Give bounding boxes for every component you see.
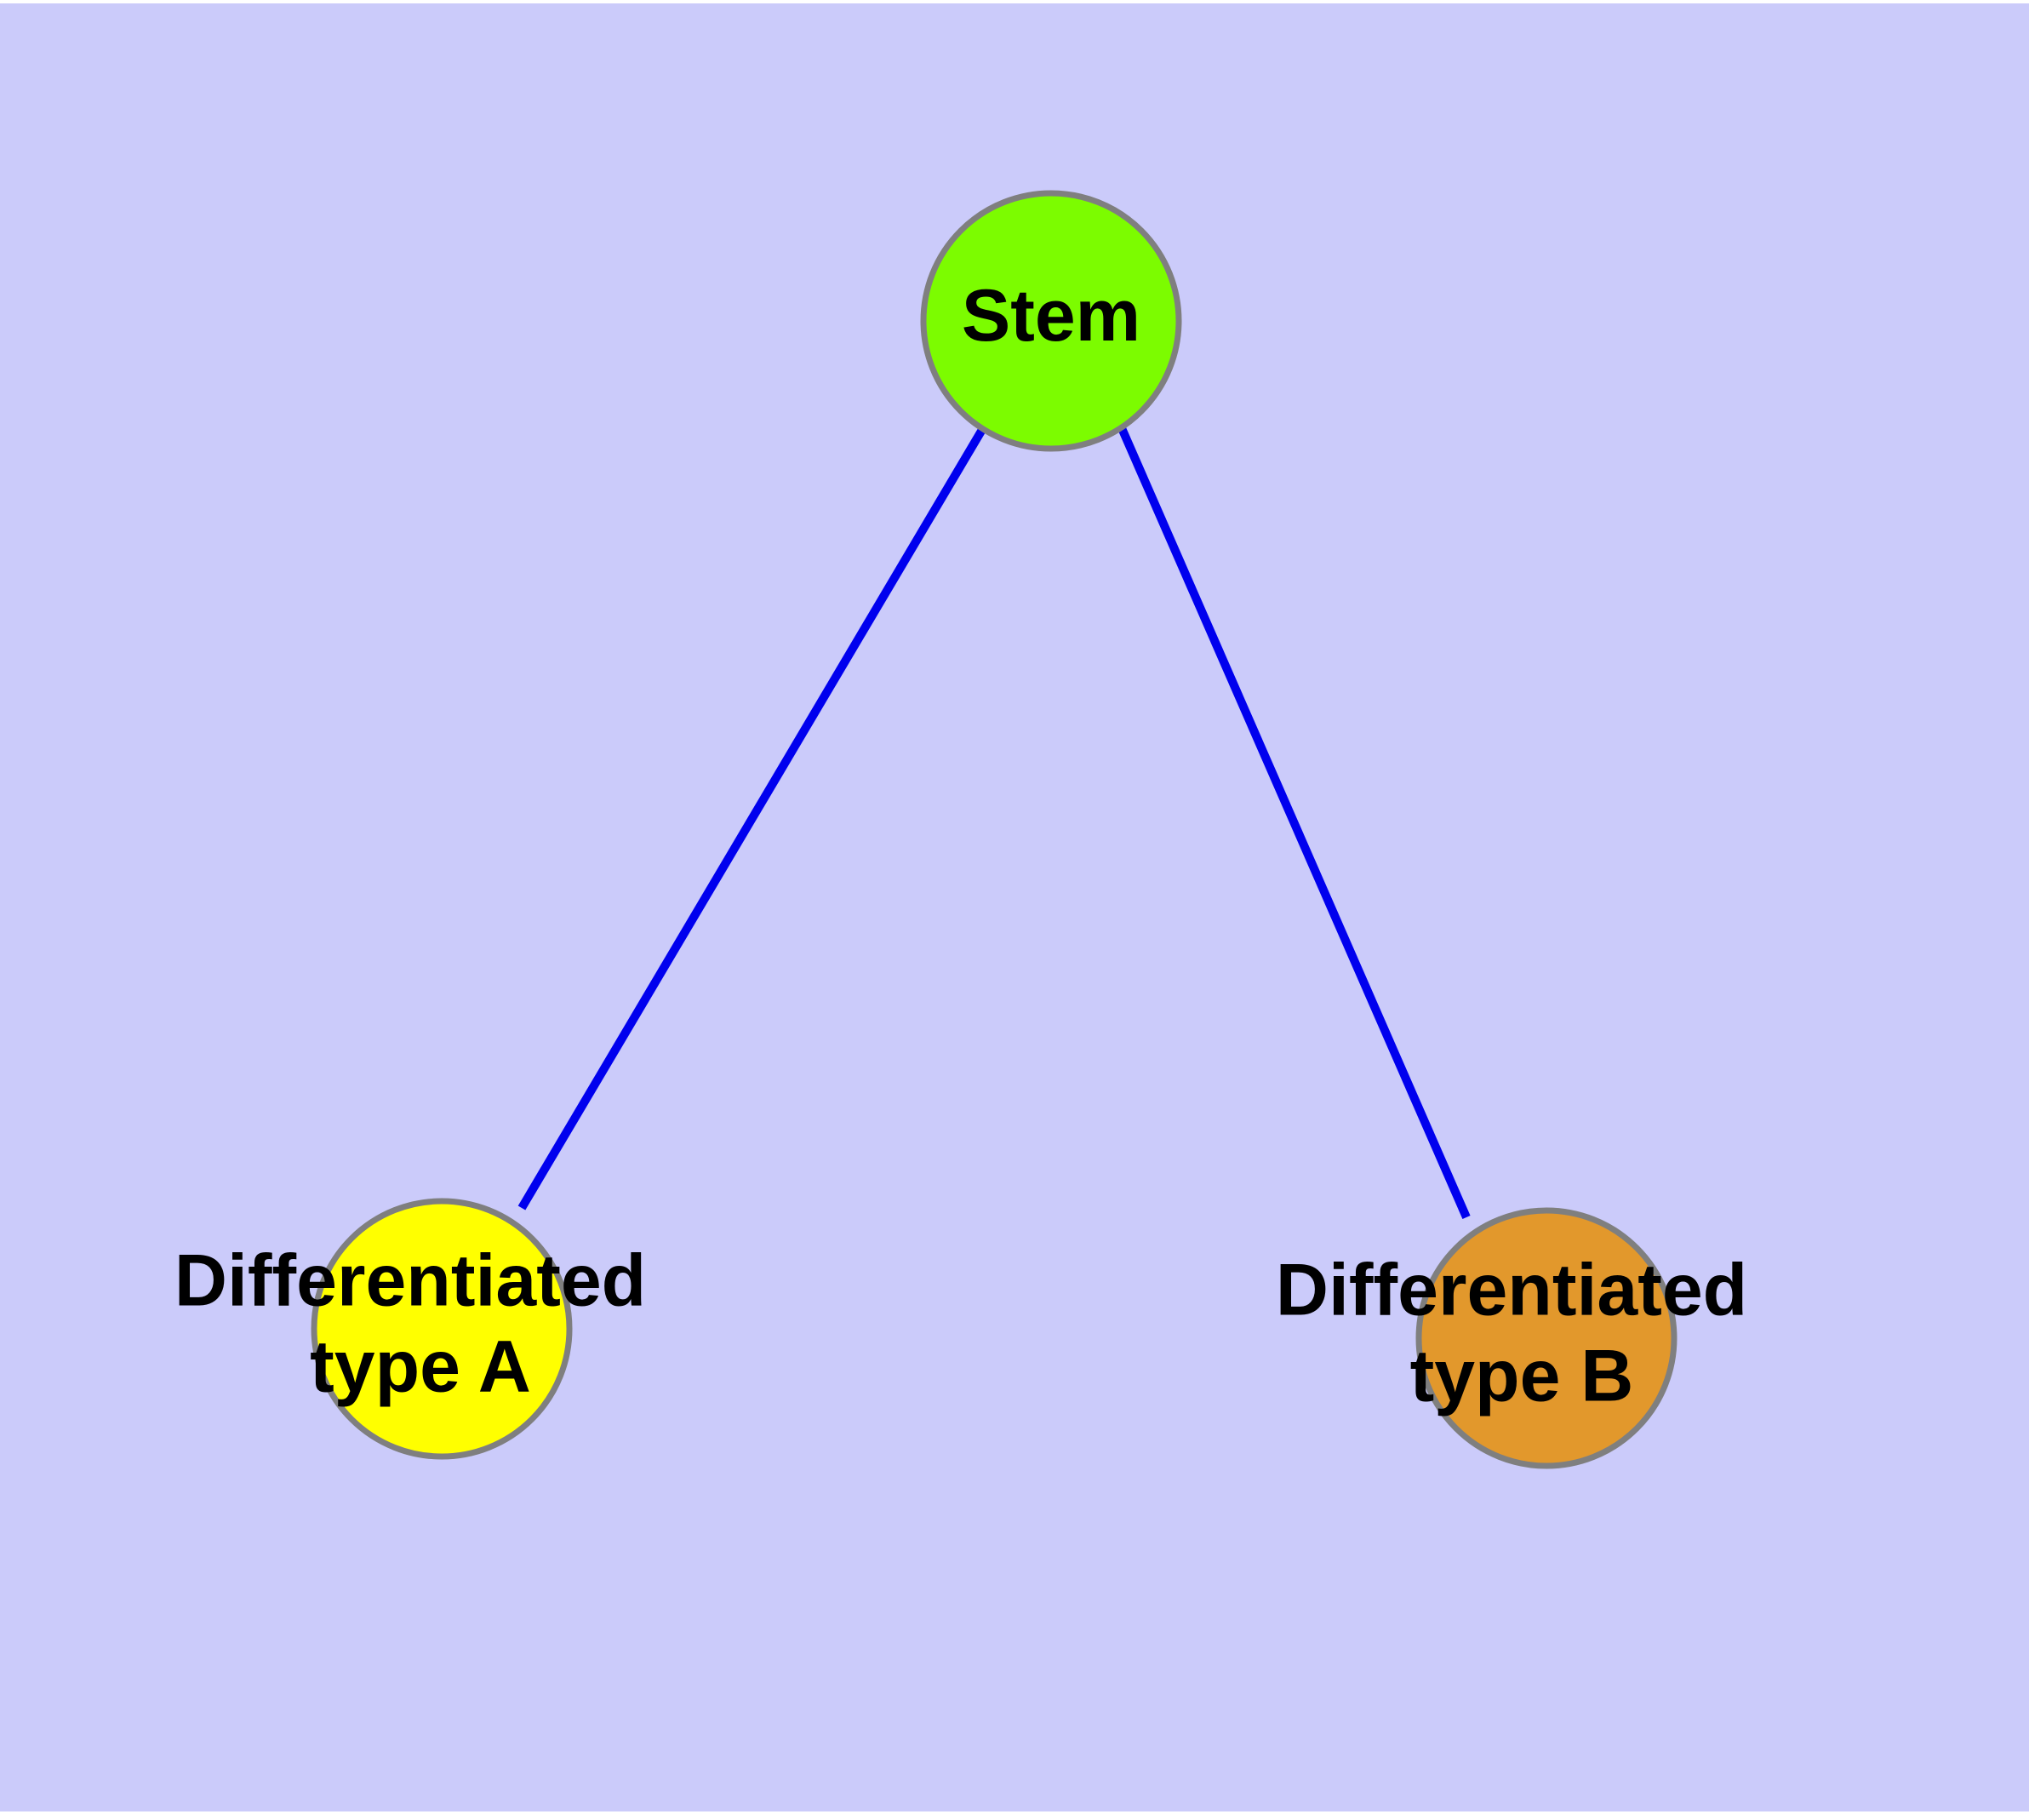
node-label-differentiated-type-b: Differentiated type B <box>1276 1249 1768 1417</box>
node-label-differentiated-type-b-line-2: type B <box>1410 1335 1634 1417</box>
node-label-differentiated-type-b-line-1: Differentiated <box>1276 1249 1747 1331</box>
node-label-differentiated-type-a-line-1: Differentiated <box>174 1239 646 1321</box>
edge-stem-to-differentiated-type-a[interactable] <box>517 426 987 1210</box>
edges-layer <box>517 426 1471 1220</box>
node-label-stem: Stem <box>962 275 1140 357</box>
node-circle-stem[interactable] <box>920 190 1182 452</box>
node-differentiated-type-a[interactable] <box>311 1198 573 1460</box>
node-stem[interactable] <box>920 190 1182 452</box>
node-circle-differentiated-type-b[interactable] <box>1415 1207 1677 1469</box>
node-label-differentiated-type-a-line-2: type A <box>310 1325 531 1407</box>
node-label-stem-line-1: Stem <box>962 275 1140 357</box>
node-circle-differentiated-type-a[interactable] <box>311 1198 573 1460</box>
node-differentiated-type-b[interactable] <box>1415 1207 1677 1469</box>
edge-stem-to-differentiated-type-b[interactable] <box>1117 426 1471 1220</box>
node-label-differentiated-type-a: Differentiated type A <box>174 1239 666 1407</box>
labels-layer: Stem Differentiated type A Differentiate… <box>174 275 1768 1417</box>
nodes-layer <box>311 190 1677 1469</box>
